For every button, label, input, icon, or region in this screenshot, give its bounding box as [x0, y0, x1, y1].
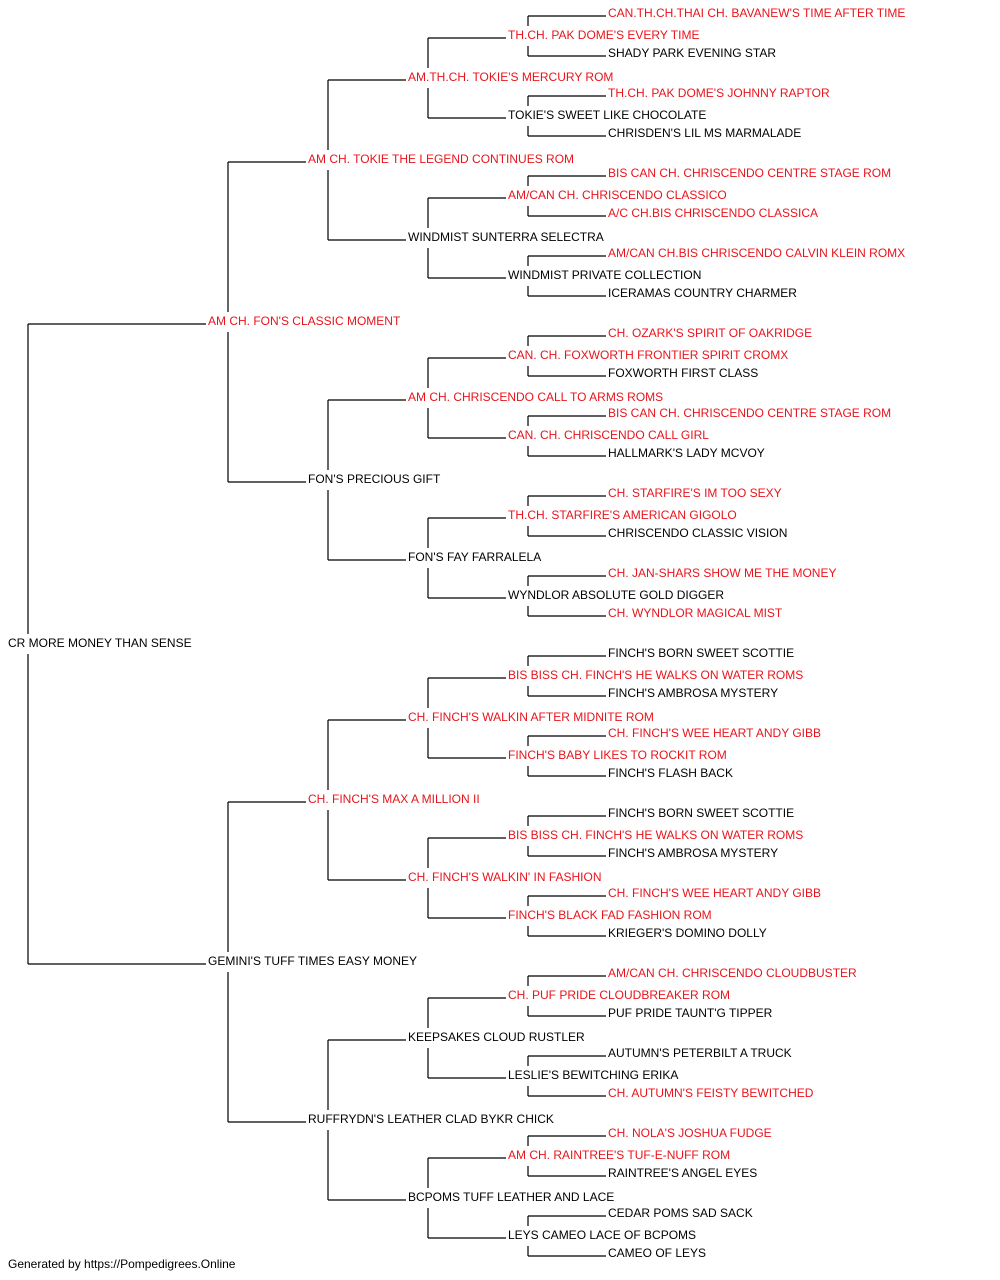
pedigree-name-gen5: CHRISCENDO CLASSIC VISION: [608, 526, 788, 540]
pedigree-name-gen5: AUTUMN'S PETERBILT A TRUCK: [608, 1046, 792, 1060]
pedigree-name-gen0: CR MORE MONEY THAN SENSE: [8, 636, 192, 650]
pedigree-name-gen4: TH.CH. STARFIRE'S AMERICAN GIGOLO: [508, 508, 737, 522]
pedigree-name-gen5: FOXWORTH FIRST CLASS: [608, 366, 759, 380]
pedigree-name-gen5: PUF PRIDE TAUNT'G TIPPER: [608, 1006, 773, 1020]
pedigree-name-gen2: FON'S PRECIOUS GIFT: [308, 472, 441, 486]
pedigree-name-gen5: CH. JAN-SHARS SHOW ME THE MONEY: [608, 566, 837, 580]
pedigree-name-gen4: TOKIE'S SWEET LIKE CHOCOLATE: [508, 108, 707, 122]
pedigree-name-gen5: FINCH'S BORN SWEET SCOTTIE: [608, 646, 795, 660]
pedigree-name-gen3: AM.TH.CH. TOKIE'S MERCURY ROM: [408, 70, 614, 84]
pedigree-name-gen4: CH. PUF PRIDE CLOUDBREAKER ROM: [508, 988, 731, 1002]
pedigree-name-gen4: BIS BISS CH. FINCH'S HE WALKS ON WATER R…: [508, 668, 804, 682]
pedigree-name-gen4: BIS BISS CH. FINCH'S HE WALKS ON WATER R…: [508, 828, 804, 842]
pedigree-name-gen5: RAINTREE'S ANGEL EYES: [608, 1166, 758, 1180]
pedigree-name-gen5: CHRISDEN'S LIL MS MARMALADE: [608, 126, 802, 140]
pedigree-name-gen3: BCPOMS TUFF LEATHER AND LACE: [408, 1190, 615, 1204]
pedigree-name-gen2: AM CH. TOKIE THE LEGEND CONTINUES ROM: [308, 152, 575, 166]
pedigree-name-gen5: FINCH'S AMBROSA MYSTERY: [608, 846, 779, 860]
pedigree-name-gen3: AM CH. CHRISCENDO CALL TO ARMS ROMS: [408, 390, 664, 404]
pedigree-name-gen5: CH. OZARK'S SPIRIT OF OAKRIDGE: [608, 326, 813, 340]
pedigree-name-gen3: CH. FINCH'S WALKIN' IN FASHION: [408, 870, 602, 884]
pedigree-name-gen5: CEDAR POMS SAD SACK: [608, 1206, 753, 1220]
pedigree-name-gen3: FON'S FAY FARRALELA: [408, 550, 542, 564]
pedigree-name-gen4: WINDMIST PRIVATE COLLECTION: [508, 268, 702, 282]
pedigree-name-gen4: WYNDLOR ABSOLUTE GOLD DIGGER: [508, 588, 725, 602]
pedigree-name-gen4: TH.CH. PAK DOME'S EVERY TIME: [508, 28, 700, 42]
pedigree-name-gen5: ICERAMAS COUNTRY CHARMER: [608, 286, 797, 300]
pedigree-name-gen4: AM/CAN CH. CHRISCENDO CLASSICO: [508, 188, 727, 202]
pedigree-name-gen5: TH.CH. PAK DOME'S JOHNNY RAPTOR: [608, 86, 830, 100]
pedigree-name-gen5: SHADY PARK EVENING STAR: [608, 46, 777, 60]
pedigree-name-gen4: FINCH'S BLACK FAD FASHION ROM: [508, 908, 712, 922]
pedigree-name-gen3: WINDMIST SUNTERRA SELECTRA: [408, 230, 604, 244]
pedigree-name-gen5: KRIEGER'S DOMINO DOLLY: [608, 926, 767, 940]
pedigree-name-gen5: BIS CAN CH. CHRISCENDO CENTRE STAGE ROM: [608, 406, 892, 420]
pedigree-name-gen3: KEEPSAKES CLOUD RUSTLER: [408, 1030, 585, 1044]
pedigree-name-gen5: BIS CAN CH. CHRISCENDO CENTRE STAGE ROM: [608, 166, 892, 180]
footer-credit: Generated by https://Pompedigrees.Online: [8, 1257, 236, 1271]
pedigree-name-gen4: CAN. CH. CHRISCENDO CALL GIRL: [508, 428, 709, 442]
pedigree-name-gen5: CAMEO OF LEYS: [608, 1246, 707, 1260]
pedigree-name-gen5: CAN.TH.CH.THAI CH. BAVANEW'S TIME AFTER …: [608, 6, 906, 20]
pedigree-name-gen5: AM/CAN CH.BIS CHRISCENDO CALVIN KLEIN RO…: [608, 246, 906, 260]
pedigree-name-gen5: FINCH'S FLASH BACK: [608, 766, 733, 780]
pedigree-name-gen5: CH. NOLA'S JOSHUA FUDGE: [608, 1126, 772, 1140]
pedigree-name-gen2: CH. FINCH'S MAX A MILLION II: [308, 792, 480, 806]
pedigree-name-gen2: RUFFRYDN'S LEATHER CLAD BYKR CHICK: [308, 1112, 554, 1126]
pedigree-name-gen4: FINCH'S BABY LIKES TO ROCKIT ROM: [508, 748, 727, 762]
pedigree-name-gen1: AM CH. FON'S CLASSIC MOMENT: [208, 314, 401, 328]
pedigree-name-gen5: CH. FINCH'S WEE HEART ANDY GIBB: [608, 886, 821, 900]
pedigree-name-gen4: CAN. CH. FOXWORTH FRONTIER SPIRIT CROMX: [508, 348, 789, 362]
pedigree-name-gen4: LESLIE'S BEWITCHING ERIKA: [508, 1068, 679, 1082]
pedigree-name-gen5: HALLMARK'S LADY MCVOY: [608, 446, 765, 460]
pedigree-name-gen5: AM/CAN CH. CHRISCENDO CLOUDBUSTER: [608, 966, 857, 980]
pedigree-name-gen4: AM CH. RAINTREE'S TUF-E-NUFF ROM: [508, 1148, 731, 1162]
pedigree-name-gen5: FINCH'S AMBROSA MYSTERY: [608, 686, 779, 700]
pedigree-name-gen4: LEYS CAMEO LACE OF BCPOMS: [508, 1228, 697, 1242]
pedigree-name-gen5: CH. STARFIRE'S IM TOO SEXY: [608, 486, 782, 500]
pedigree-name-gen5: FINCH'S BORN SWEET SCOTTIE: [608, 806, 795, 820]
pedigree-name-gen5: A/C CH.BIS CHRISCENDO CLASSICA: [608, 206, 819, 220]
pedigree-name-gen5: CH. WYNDLOR MAGICAL MIST: [608, 606, 783, 620]
pedigree-name-gen3: CH. FINCH'S WALKIN AFTER MIDNITE ROM: [408, 710, 654, 724]
pedigree-name-gen5: CH. FINCH'S WEE HEART ANDY GIBB: [608, 726, 821, 740]
pedigree-name-gen5: CH. AUTUMN'S FEISTY BEWITCHED: [608, 1086, 814, 1100]
pedigree-name-gen1: GEMINI'S TUFF TIMES EASY MONEY: [208, 954, 417, 968]
